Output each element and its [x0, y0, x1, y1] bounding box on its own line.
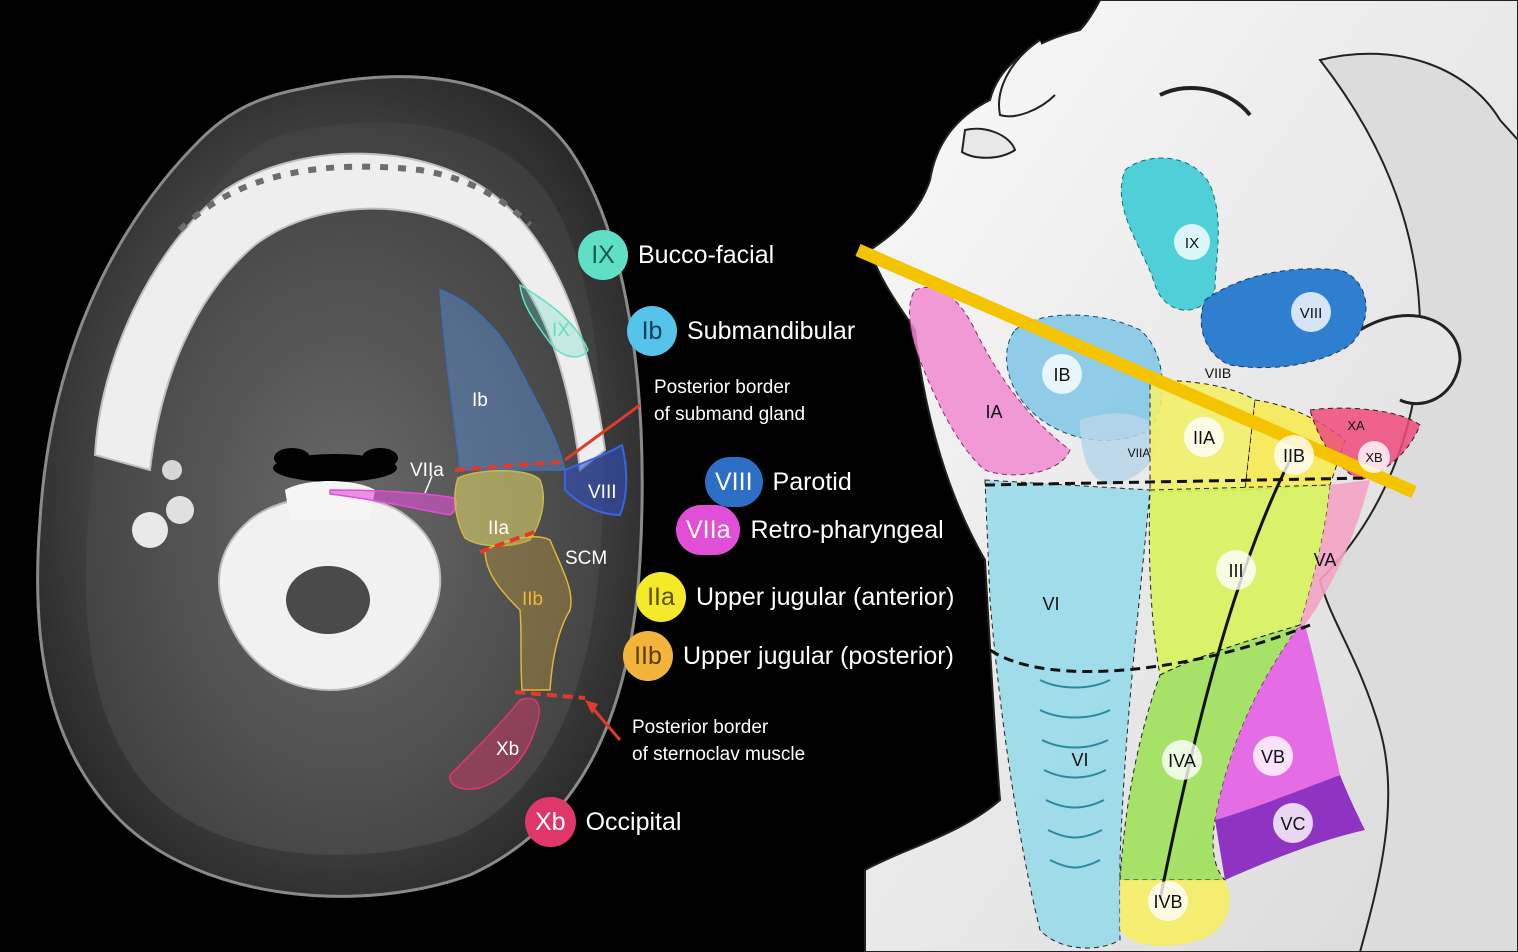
- ct-level-xb: [449, 697, 540, 790]
- sternoclav-annotation-line2: of sternoclav muscle: [632, 744, 806, 765]
- sternoclav-arrowhead: [585, 700, 598, 714]
- ct-airway-right: [362, 448, 398, 468]
- illus-level-vi: [984, 479, 1151, 949]
- illus-sternocleido: [1158, 459, 1292, 901]
- legend-label-iia: Upper jugular (anterior): [696, 582, 955, 611]
- ct-vessel: [162, 460, 182, 480]
- legend-item-xb: Xb Occipital: [525, 797, 681, 847]
- legend-label-iib: Upper jugular (posterior): [683, 641, 954, 670]
- illus-mandible-axis: [855, 244, 1417, 498]
- legend-item-viii: VIII Parotid: [705, 457, 852, 507]
- illus-label-viia: VIIA: [1128, 446, 1151, 460]
- ct-label-xb: Xb: [496, 739, 519, 760]
- sternoclav-border-line: [514, 690, 586, 700]
- legend-item-iia: IIa Upper jugular (anterior): [636, 572, 954, 622]
- ct-vessel: [166, 496, 194, 524]
- submand-border-line: [454, 460, 561, 472]
- legend-item-iib: IIb Upper jugular (posterior): [623, 631, 954, 681]
- illus-lips: [960, 127, 1017, 159]
- illus-label-vb: VB: [1261, 747, 1285, 767]
- legend-badge-xb: Xb: [525, 797, 576, 847]
- ct-airway-left: [274, 448, 310, 468]
- illus-label-ix: IX: [1185, 235, 1199, 252]
- illus-trachea: [1039, 679, 1111, 869]
- illus-level-ix: [1120, 157, 1219, 311]
- illus-level-viii: [1200, 268, 1367, 369]
- ct-mandible: [93, 152, 607, 472]
- legend-label-ix: Bucco-facial: [638, 240, 775, 269]
- legend-badge-ib: Ib: [627, 306, 677, 356]
- legend-label-ib: Submandibular: [687, 316, 856, 345]
- illus-label-ia: IA: [985, 402, 1002, 422]
- legend-badge-ix: IX: [578, 230, 628, 280]
- illus-level-va: [1300, 480, 1370, 625]
- submand-pointer: [564, 403, 641, 462]
- illus-label-iii: III: [1228, 561, 1243, 581]
- illus-label-vi-upper: VI: [1042, 594, 1059, 614]
- illus-label-viib: VIIB: [1205, 365, 1231, 381]
- illus-label-xb: XB: [1365, 450, 1382, 465]
- illus-label-vc: VC: [1280, 814, 1305, 834]
- illus-label-xa: XA: [1347, 418, 1365, 433]
- submand-annotation-line2: of submand gland: [654, 404, 806, 425]
- legend-label-viii: Parotid: [772, 467, 852, 496]
- legend-label-xb: Occipital: [585, 807, 682, 836]
- illus-label-va: VA: [1314, 550, 1337, 570]
- iia-iib-border-line: [479, 528, 541, 554]
- ct-label-scm: SCM: [565, 548, 607, 569]
- sternoclav-border-annotation: Posterior border of sternoclav muscle: [632, 714, 805, 768]
- legend-label-viia: Retro-pharyngeal: [750, 515, 944, 544]
- ct-label-viii: VIII: [588, 482, 617, 503]
- ct-level-iia: [454, 470, 544, 547]
- illus-level-vb: [1215, 625, 1340, 820]
- illus-level-ia: [909, 286, 1071, 476]
- illus-label-viii: VIII: [1300, 305, 1323, 322]
- illus-nose: [998, 39, 1056, 118]
- ct-vessel: [132, 512, 168, 548]
- sternoclav-annotation-line1: Posterior border: [632, 717, 769, 738]
- sternoclav-pointer: [588, 704, 622, 741]
- illus-label-vi-lower: VI: [1071, 750, 1088, 770]
- viia-pointer: [424, 475, 433, 494]
- legend-item-ix: IX Bucco-facial: [578, 230, 774, 280]
- ct-label-iia: IIa: [488, 518, 510, 539]
- illus-ear: [1359, 314, 1462, 406]
- illus-label-iia: IIA: [1193, 428, 1215, 448]
- legend-badge-viia: VIIa: [676, 505, 741, 555]
- submand-annotation-line1: Posterior border: [654, 377, 791, 398]
- ct-label-ix: IX: [552, 320, 570, 341]
- illus-hair: [1318, 52, 1518, 952]
- illus-label-ivb: IVB: [1153, 892, 1182, 912]
- illus-label-ib: IB: [1053, 365, 1070, 385]
- ct-label-iib: IIb: [522, 589, 543, 610]
- submand-border-annotation: Posterior border of submand gland: [654, 374, 805, 428]
- ct-spinal-canal: [286, 566, 370, 634]
- legend-item-ib: Ib Submandibular: [627, 306, 855, 356]
- ct-label-viia: VIIa: [410, 460, 444, 481]
- illus-eye: [1159, 86, 1252, 117]
- legend-item-viia: VIIa Retro-pharyngeal: [676, 505, 944, 555]
- illus-label-iib: IIB: [1283, 446, 1305, 466]
- ct-level-viii: [564, 443, 628, 517]
- legend-badge-viii: VIII: [705, 457, 763, 507]
- illus-level-viia: [1080, 413, 1160, 485]
- illus-label-iva: IVA: [1168, 751, 1196, 771]
- legend-badge-iib: IIb: [623, 631, 673, 681]
- ct-level-iib: [484, 536, 572, 691]
- legend-badge-iia: IIa: [636, 572, 686, 622]
- ct-label-ib: Ib: [472, 390, 488, 411]
- ct-level-ix: [519, 283, 589, 358]
- ct-level-ib: [439, 288, 566, 471]
- illus-divide-horizontal-upper: [984, 476, 1371, 487]
- illus-divide-horizontal-mid: [989, 623, 1311, 674]
